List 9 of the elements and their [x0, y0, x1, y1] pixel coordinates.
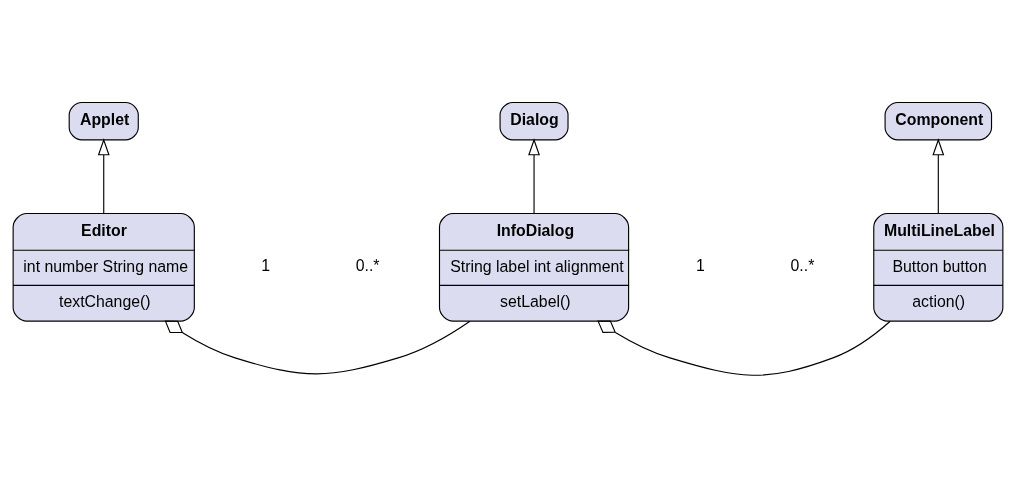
label: 1 — [261, 256, 271, 274]
connector — [597, 320, 891, 376]
arrow — [528, 137, 540, 214]
label: 0..* — [790, 256, 815, 274]
arrow — [97, 137, 110, 214]
label: 0..* — [355, 256, 380, 274]
connector — [164, 320, 471, 374]
label: 1 — [696, 256, 705, 274]
arrow — [932, 137, 945, 214]
